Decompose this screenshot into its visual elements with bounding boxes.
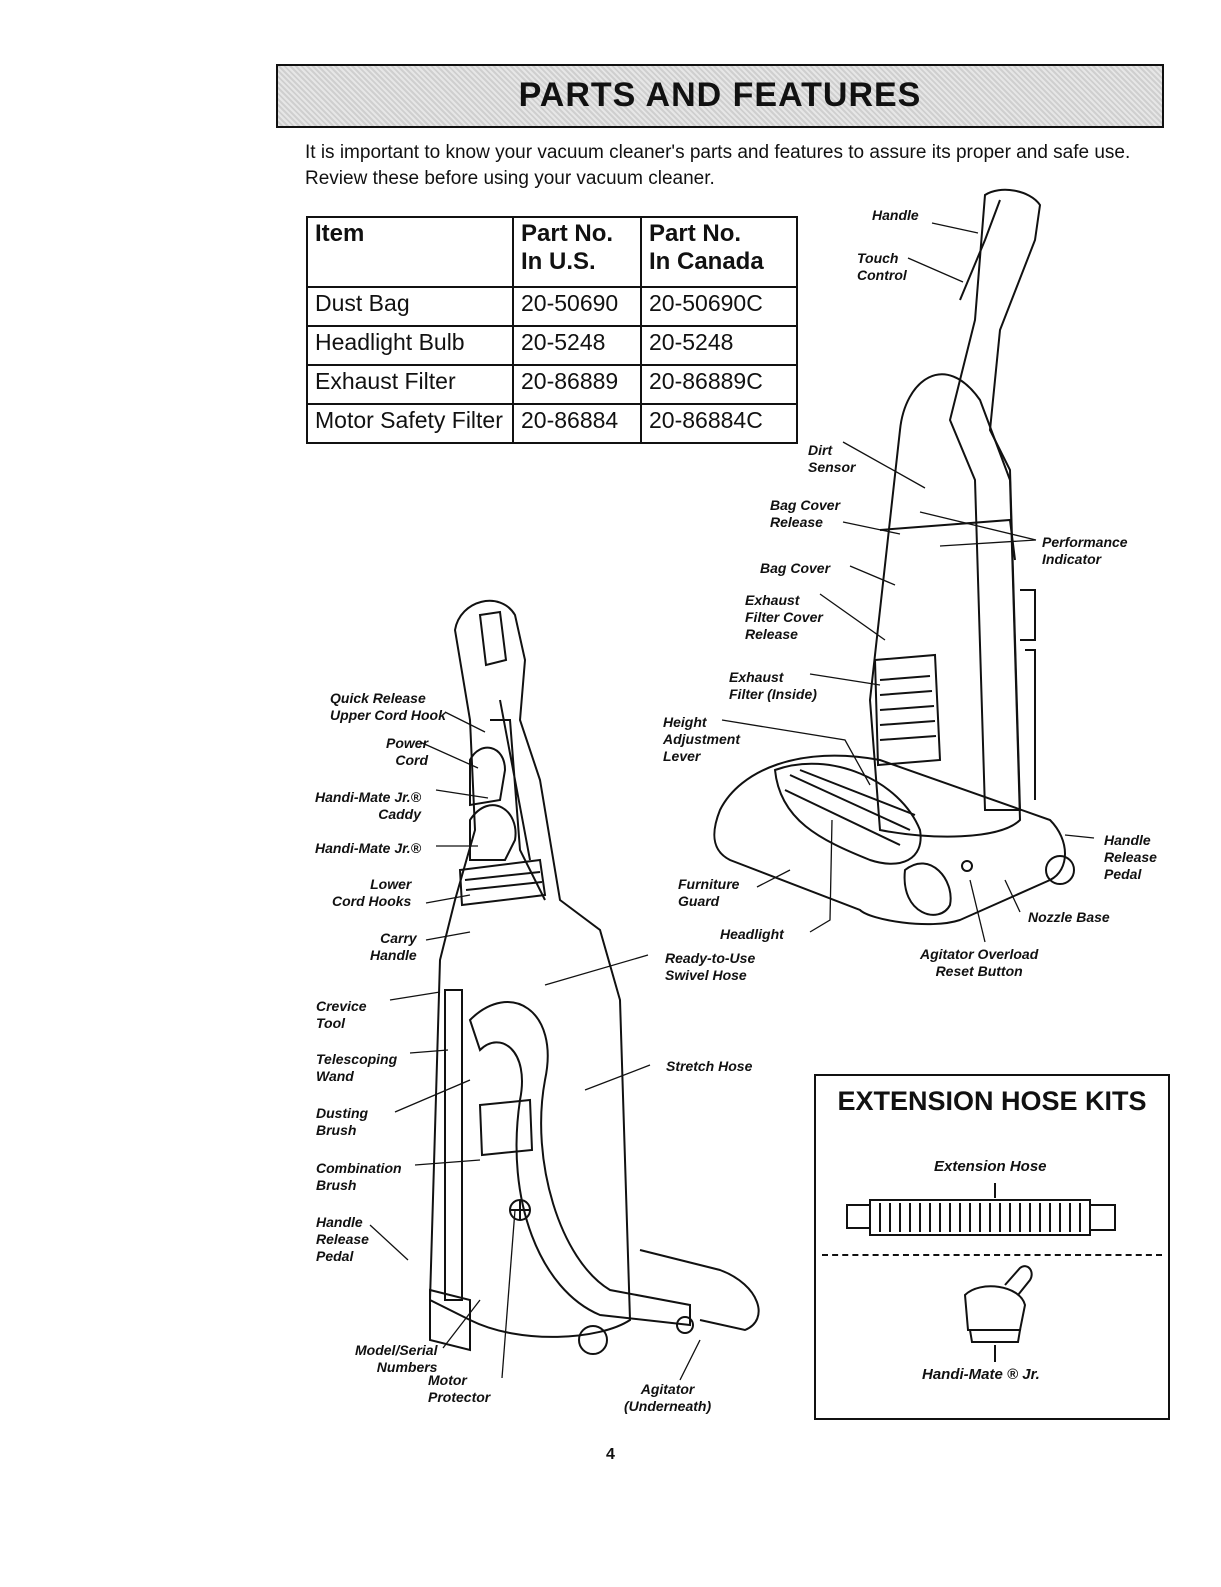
parts-table: Item Part No. In U.S. Part No. In Canada…: [306, 216, 798, 444]
label-handi-mate-caddy: Handi-Mate Jr.® Caddy: [315, 789, 422, 822]
label-agitator-overload-reset-button: Agitator Overload Reset Button: [920, 946, 1039, 979]
section-title: PARTS AND FEATURES: [518, 76, 922, 114]
label-exhaust-filter-inside: Exhaust Filter (Inside): [729, 669, 817, 702]
table-row: Dust Bag 20-50690 20-50690C: [306, 286, 798, 327]
cell-part-canada: 20-50690C: [640, 286, 798, 327]
cell-part-canada: 20-86884C: [640, 403, 798, 444]
label-handle: Handle: [872, 207, 919, 223]
label-furniture-guard: Furniture Guard: [678, 876, 740, 909]
label-headlight: Headlight: [720, 926, 784, 942]
label-exhaust-filter-cover-release: Exhaust Filter Cover Release: [745, 592, 823, 642]
cell-part-us: 20-86889: [512, 364, 642, 405]
label-bag-cover: Bag Cover: [760, 560, 831, 576]
table-row: Motor Safety Filter 20-86884 20-86884C: [306, 403, 798, 444]
label-performance-indicator: Performance Indicator: [1042, 534, 1128, 567]
extension-hose-drawing: [846, 1183, 1116, 1236]
front-view-vacuum: [713, 188, 1075, 926]
cell-item: Exhaust Filter: [306, 364, 514, 405]
label-carry-handle: Carry Handle: [370, 930, 417, 963]
label-dirt-sensor: Dirt Sensor: [808, 442, 856, 475]
section-banner: PARTS AND FEATURES: [276, 64, 1164, 128]
cell-item: Headlight Bulb: [306, 325, 514, 366]
label-handle-release-pedal-right: Handle Release Pedal: [1104, 832, 1157, 882]
dashed-divider: [822, 1254, 1162, 1256]
label-touch-control: Touch Control: [857, 250, 907, 283]
label-extension-hose: Extension Hose: [934, 1158, 1047, 1175]
label-motor-protector: Motor Protector: [428, 1372, 491, 1405]
extension-hose-kits-box: EXTENSION HOSE KITS Extension Hose Handi…: [814, 1074, 1170, 1420]
label-bag-cover-release: Bag Cover Release: [770, 497, 841, 530]
label-nozzle-base: Nozzle Base: [1028, 909, 1110, 925]
cell-item: Dust Bag: [306, 286, 514, 327]
label-handi-mate: Handi-Mate Jr.®: [315, 840, 422, 856]
label-dusting-brush: Dusting Brush: [316, 1105, 369, 1138]
extension-kits-title: EXTENSION HOSE KITS: [837, 1086, 1147, 1116]
handi-mate-drawing: [963, 1265, 1033, 1362]
label-quick-release-upper-cord-hook: Quick Release Upper Cord Hook: [330, 690, 446, 723]
cell-part-canada: 20-5248: [640, 325, 798, 366]
cell-part-us: 20-5248: [512, 325, 642, 366]
label-agitator-underneath: Agitator (Underneath): [624, 1381, 712, 1414]
rear-view-vacuum: [428, 599, 760, 1355]
header-part-canada: Part No. In Canada: [640, 216, 798, 288]
label-height-adjustment-lever: Height Adjustment Lever: [663, 714, 740, 764]
label-crevice-tool: Crevice Tool: [316, 998, 367, 1031]
table-header-row: Item Part No. In U.S. Part No. In Canada: [306, 216, 798, 288]
label-combination-brush: Combination Brush: [316, 1160, 402, 1193]
cell-item: Motor Safety Filter: [306, 403, 514, 444]
cell-part-canada: 20-86889C: [640, 364, 798, 405]
table-row: Exhaust Filter 20-86889 20-86889C: [306, 364, 798, 405]
label-handi-mate-jr: Handi-Mate ® Jr.: [922, 1366, 1040, 1383]
page-number: 4: [606, 1446, 615, 1463]
table-row: Headlight Bulb 20-5248 20-5248: [306, 325, 798, 366]
label-telescoping-wand: Telescoping Wand: [316, 1051, 398, 1084]
label-ready-to-use-swivel-hose: Ready-to-Use Swivel Hose: [665, 950, 756, 983]
label-model-serial-numbers: Model/Serial Numbers: [355, 1342, 438, 1375]
label-power-cord: Power Cord: [386, 735, 429, 768]
leader-lines: [369, 222, 1095, 1381]
header-item: Item: [306, 216, 514, 288]
header-part-us: Part No. In U.S.: [512, 216, 642, 288]
intro-paragraph: It is important to know your vacuum clea…: [305, 142, 1131, 189]
label-handle-release-pedal-left: Handle Release Pedal: [316, 1214, 369, 1264]
cell-part-us: 20-50690: [512, 286, 642, 327]
label-lower-cord-hooks: Lower Cord Hooks: [332, 876, 412, 909]
label-stretch-hose: Stretch Hose: [666, 1058, 753, 1074]
cell-part-us: 20-86884: [512, 403, 642, 444]
